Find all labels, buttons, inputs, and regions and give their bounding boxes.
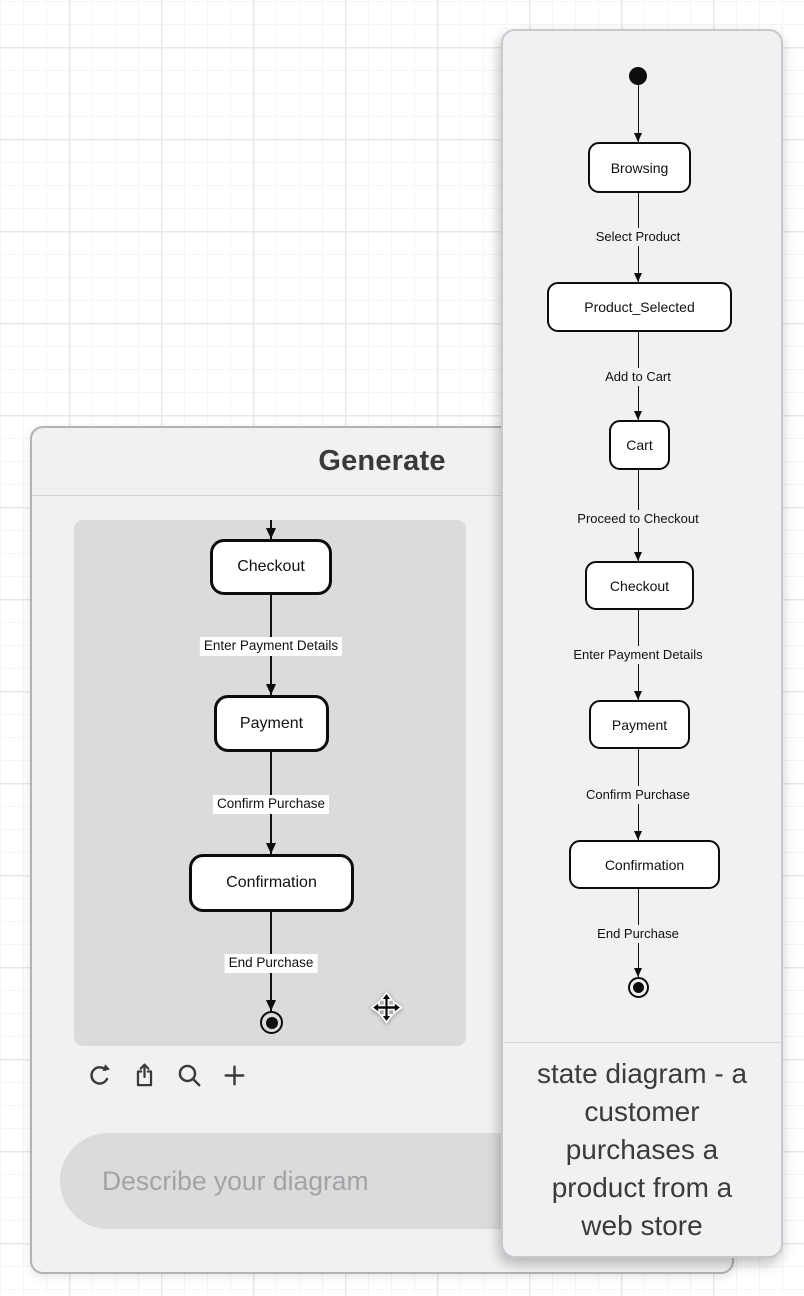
card-divider: [503, 1042, 781, 1043]
state-label: Product_Selected: [584, 299, 695, 315]
arrow-head: [634, 552, 642, 561]
state-label: Payment: [239, 714, 304, 732]
state-node-cart: Cart: [609, 420, 670, 470]
state-diagram-canvas: Browsing Select Product Product_Selected…: [503, 31, 781, 1042]
state-node-checkout: Checkout: [210, 539, 332, 595]
refresh-icon[interactable]: [85, 1061, 113, 1089]
state-label: Browsing: [610, 159, 669, 176]
state-label: Confirmation: [604, 856, 685, 873]
arrow-head: [634, 968, 642, 977]
state-node-checkout: Checkout: [585, 561, 694, 610]
caption-area: state diagram - a customer purchases a p…: [503, 1043, 781, 1256]
state-label: Checkout: [237, 558, 305, 575]
edge-label-proceed-to-checkout: Proceed to Checkout: [573, 510, 703, 529]
edge-label-enter-payment-details: Enter Payment Details: [569, 646, 707, 665]
state-diagram-card: Browsing Select Product Product_Selected…: [501, 29, 783, 1258]
add-icon[interactable]: [220, 1061, 248, 1089]
edge-label-add-to-cart: Add to Cart: [601, 368, 675, 387]
state-node-payment: Payment: [589, 700, 690, 749]
state-label: Checkout: [609, 577, 670, 594]
state-node-payment: Payment: [214, 695, 329, 752]
arrow-head: [634, 133, 642, 142]
move-cursor-icon: [370, 991, 403, 1024]
edge-label-confirm-purchase: Confirm Purchase: [212, 795, 330, 814]
share-icon[interactable]: [130, 1061, 158, 1089]
arrow-head: [265, 528, 276, 539]
edge-label-select-product: Select Product: [591, 228, 685, 247]
state-node-confirmation: Confirmation: [189, 854, 354, 912]
diagram-caption: state diagram - a customer purchases a p…: [536, 1057, 748, 1241]
edge-label-enter-payment-details: Enter Payment Details: [199, 637, 343, 656]
state-label: Payment: [611, 716, 668, 733]
arrow-head: [634, 691, 642, 700]
final-state-marker: [260, 1011, 283, 1034]
preview-toolbar: [85, 1061, 248, 1089]
search-icon[interactable]: [175, 1061, 203, 1089]
edge-label-end-purchase: End Purchase: [224, 954, 318, 973]
state-label: Cart: [626, 437, 653, 453]
final-state-marker: [628, 977, 649, 998]
arrow-head: [634, 411, 642, 420]
initial-state-marker: [629, 67, 647, 85]
arrow-head: [265, 843, 276, 854]
flow-line: [270, 520, 272, 1012]
edge-label-confirm-purchase: Confirm Purchase: [581, 786, 695, 805]
arrow-head: [634, 831, 642, 840]
state-node-confirmation: Confirmation: [569, 840, 720, 889]
edge-label-end-purchase: End Purchase: [593, 925, 683, 944]
state-label: Confirmation: [226, 874, 317, 891]
diagram-preview-canvas[interactable]: Checkout Enter Payment Details Payment C…: [74, 520, 466, 1046]
state-node-product-selected: Product_Selected: [547, 282, 732, 332]
arrow-head: [265, 684, 276, 695]
arrow-head: [634, 273, 642, 282]
arrow-head: [265, 1000, 276, 1011]
generate-panel-header: Generate: [32, 428, 732, 496]
panel-title: Generate: [318, 445, 446, 477]
state-node-browsing: Browsing: [588, 142, 691, 193]
